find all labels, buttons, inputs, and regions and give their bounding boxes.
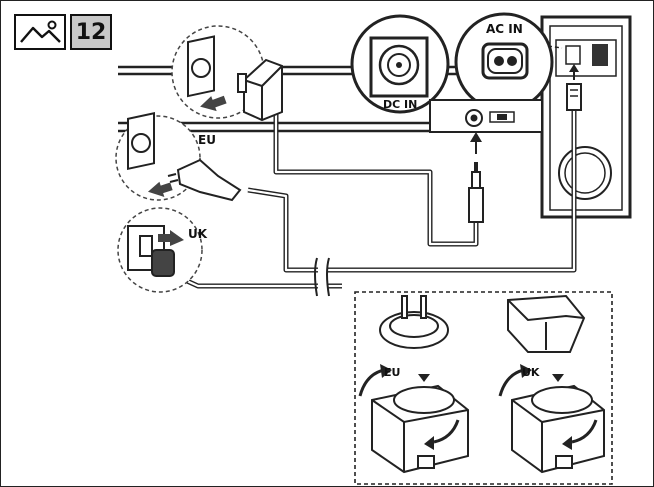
image-badge — [14, 14, 66, 50]
eu-plug — [167, 158, 242, 202]
eu-rotate-arrowhead-2 — [424, 436, 434, 450]
mains-plug — [566, 83, 582, 111]
eu-align-marker — [418, 374, 430, 382]
image-icon — [20, 20, 61, 43]
up-arrow-icon-speaker — [569, 64, 579, 80]
cable-inner-lines — [175, 110, 576, 288]
eu-socket-zoom: EU — [115, 112, 242, 202]
eu-adapter-base — [371, 384, 469, 474]
uk-rotate-arrowhead — [520, 364, 532, 378]
plug-swap-inset: EU UK — [354, 291, 613, 485]
dc-plug — [468, 162, 484, 223]
uk-adapter-base — [511, 384, 605, 474]
eu-socket-label: EU — [198, 133, 216, 147]
dc-in-zoom: DC IN — [350, 14, 450, 114]
dc-in-label: DC IN — [383, 98, 417, 111]
uk-rotate-arrowhead-2 — [562, 436, 572, 450]
dc-jack-icon — [369, 36, 429, 98]
wall-socket-icon — [187, 35, 215, 98]
uk-plug-head — [507, 294, 586, 353]
eu-wall-socket-icon — [127, 112, 155, 171]
cables — [174, 110, 577, 289]
ac-in-zoom: AC IN — [454, 12, 563, 112]
wall-socket-zoom-top — [171, 25, 283, 122]
power-adapter — [237, 58, 283, 122]
step-number-badge: 12 — [70, 14, 112, 50]
uk-socket-zoom: UK — [117, 207, 208, 293]
eu-rotate-arrowhead — [380, 364, 392, 378]
up-arrow-icon — [470, 132, 482, 154]
uk-swap-label: UK — [522, 366, 540, 379]
insert-arrow-icon — [200, 95, 227, 112]
eu-swap-label: EU — [384, 366, 400, 379]
ac-in-label: AC IN — [486, 22, 523, 36]
uk-socket-label: UK — [188, 227, 208, 241]
uk-align-marker — [552, 374, 564, 382]
ac-inlet-icon — [481, 42, 529, 80]
uk-plug — [151, 249, 175, 277]
eu-plug-head — [379, 295, 449, 349]
unit-back-panel — [429, 99, 543, 133]
cable-break-mark — [314, 257, 330, 297]
insert-arrow-icon-uk — [158, 230, 184, 246]
speaker-cabinet — [540, 15, 632, 219]
insert-arrow-icon-eu — [147, 181, 173, 197]
